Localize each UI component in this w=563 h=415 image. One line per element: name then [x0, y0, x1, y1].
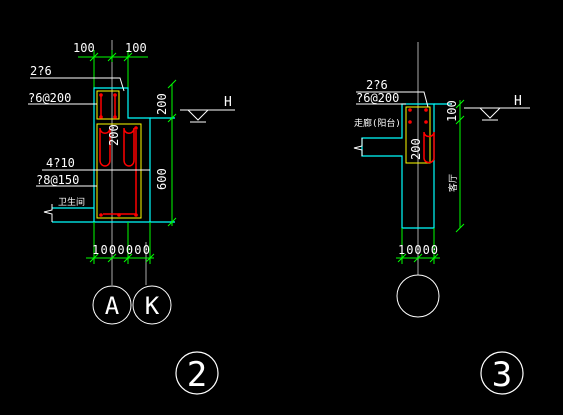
- dim-right-600: 600: [155, 168, 169, 190]
- break-mark: [43, 204, 53, 222]
- axis-label-k: K: [145, 292, 160, 320]
- dim-top-left: 100: [73, 41, 95, 55]
- room-label: 卫生间: [58, 196, 85, 208]
- dim-bottom: 1000000: [92, 243, 150, 257]
- axis-label-a: A: [105, 292, 120, 320]
- rebar: [99, 94, 137, 215]
- detail-number: 3: [492, 355, 512, 395]
- axis-bubble-k: [132, 285, 172, 325]
- level-symbol: H: [180, 95, 235, 123]
- dim-right-200: 200: [155, 93, 169, 115]
- axis-bubble: [396, 274, 440, 318]
- bottom-dimension: 1000000: [86, 222, 155, 264]
- level-mark: H: [224, 95, 232, 110]
- rebar-dots: [408, 108, 428, 124]
- detail-2: 100 100: [28, 40, 235, 395]
- right-dimension: 100 客厅: [445, 99, 465, 233]
- corridor-label: 走廊(阳台): [354, 117, 401, 129]
- stirrup-mid-label: ?8@150: [36, 173, 79, 187]
- detail-number-circle: [175, 351, 219, 395]
- stirrup: [405, 106, 431, 164]
- level-symbol: H: [464, 94, 530, 121]
- dim-bottom: 10000: [398, 243, 438, 257]
- rebar-mid-label: 4?10: [46, 156, 75, 170]
- detail-number: 2: [187, 355, 207, 395]
- rebar: [423, 131, 435, 164]
- detail-3: 2?6 ?6@200 走廊(阳台) 200 100 客厅 H: [353, 42, 530, 395]
- stirrup-label: ?6@200: [28, 91, 71, 105]
- stirrup-upper: [96, 90, 120, 120]
- room-label: 客厅: [447, 174, 459, 192]
- bottom-dimension: 10000: [396, 228, 440, 264]
- stirrup-lower: [96, 123, 142, 219]
- rebar-dots: [99, 93, 138, 217]
- stirrup-label: ?6@200: [356, 91, 399, 105]
- level-mark: H: [514, 94, 522, 109]
- leader-rebar-top: [30, 77, 125, 92]
- detail-number-circle: [480, 351, 524, 395]
- dim-top-right: 100: [125, 41, 147, 55]
- break-mark: [353, 138, 363, 156]
- rebar-top-label: 2?6: [30, 64, 52, 78]
- dim-right-100: 100: [445, 100, 459, 122]
- right-dimension: 200 600: [155, 79, 177, 227]
- dim-inner-200: 200: [409, 138, 423, 160]
- axis-bubble-a: [92, 285, 132, 325]
- rebar-top-label: 2?6: [366, 78, 388, 92]
- top-dimension: 100 100: [73, 41, 148, 88]
- leader-rebar-top: [356, 91, 429, 108]
- dim-inner-200: 200: [107, 124, 121, 146]
